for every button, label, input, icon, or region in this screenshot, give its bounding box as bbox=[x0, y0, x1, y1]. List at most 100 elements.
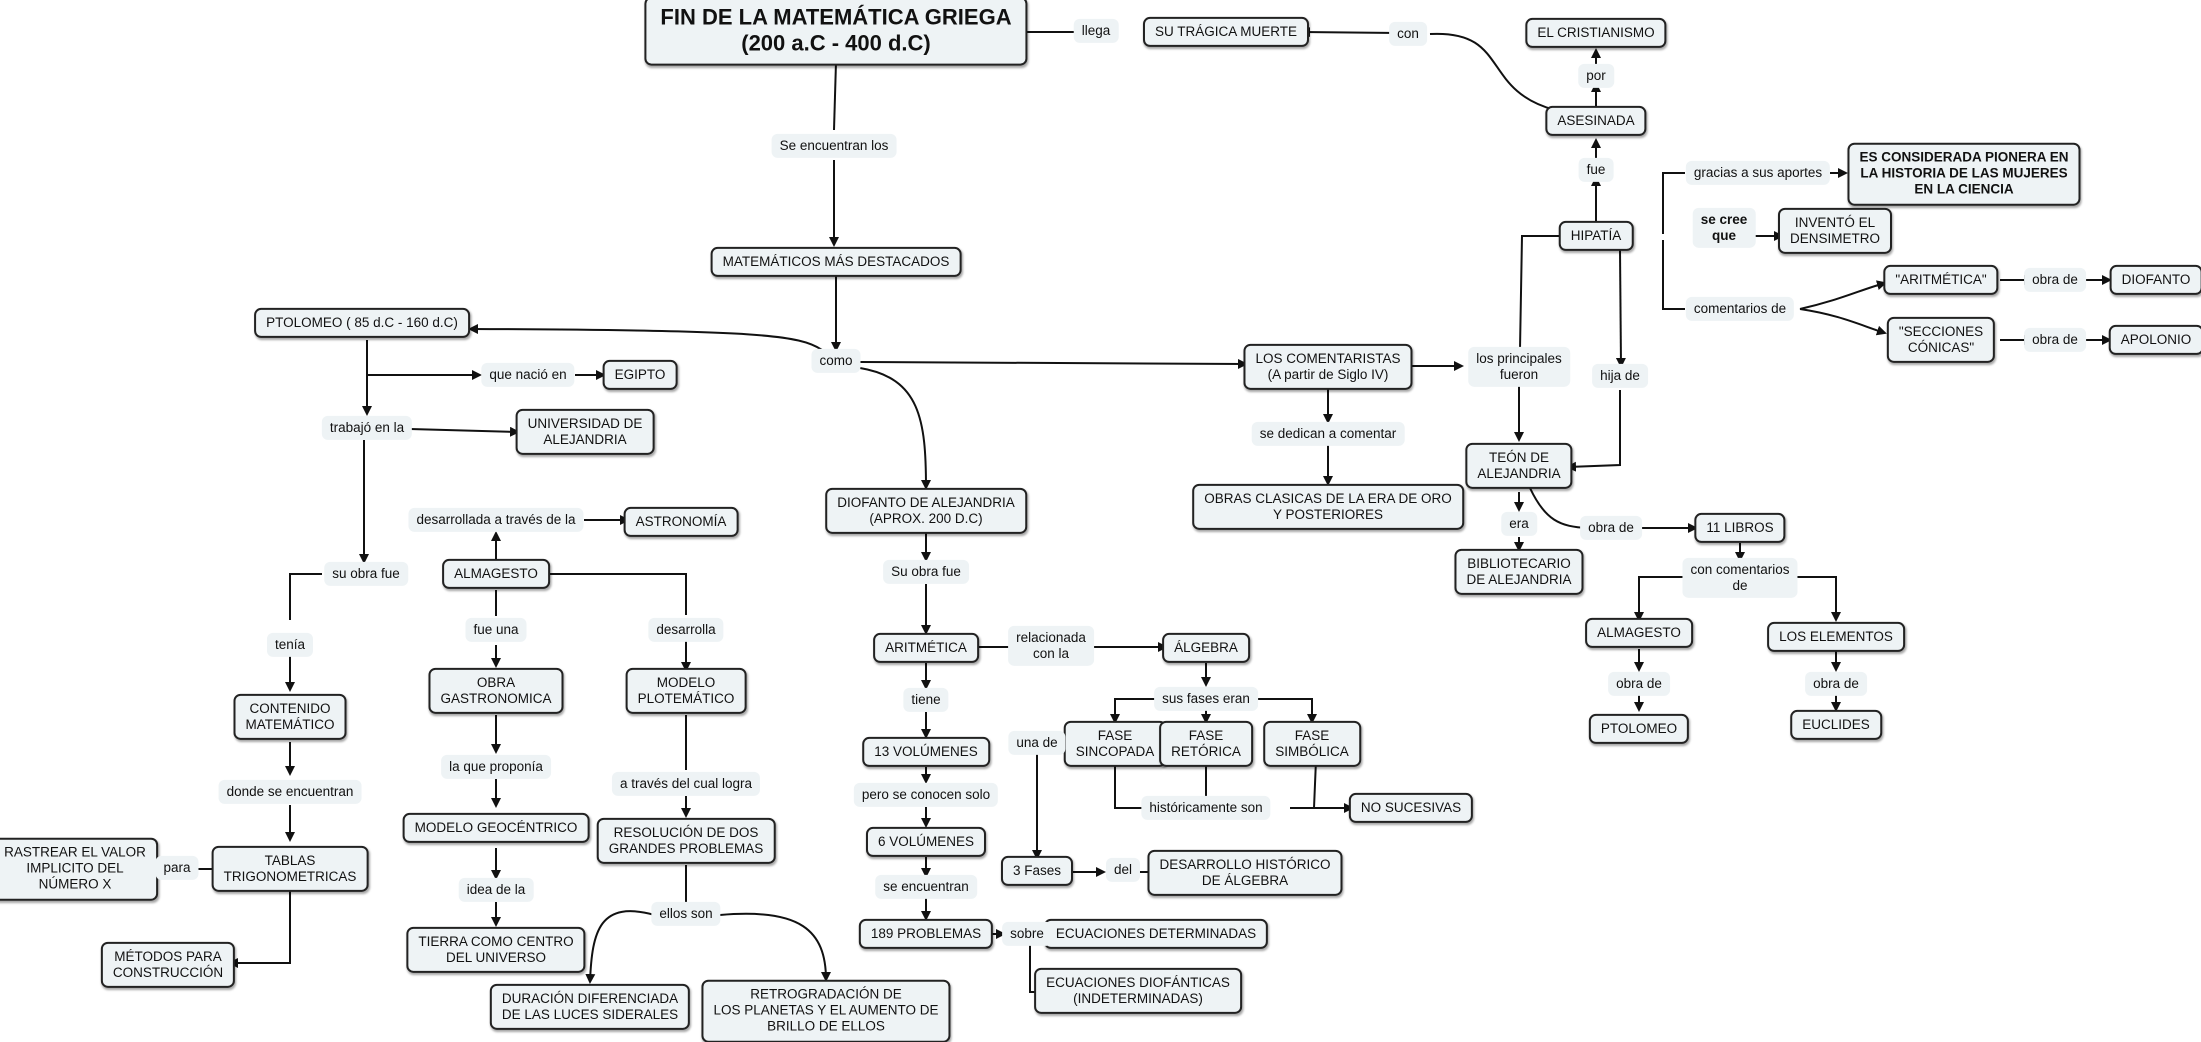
link-la-que-proponia[interactable]: la que proponía bbox=[441, 754, 551, 780]
node-obra-gastronomica[interactable]: OBRA GASTRONOMICA bbox=[428, 667, 564, 715]
node-189-problemas[interactable]: 189 PROBLEMAS bbox=[858, 918, 994, 950]
link-pero-se-conocen[interactable]: pero se conocen solo bbox=[853, 782, 999, 808]
node-su-tragica-muerte[interactable]: SU TRÁGICA MUERTE bbox=[1142, 16, 1310, 48]
link-se-encuentran-los[interactable]: Se encuentran los bbox=[771, 133, 897, 159]
node-ecuaciones-determinadas[interactable]: ECUACIONES DETERMINADAS bbox=[1043, 918, 1269, 950]
link-su-obra-fue[interactable]: su obra fue bbox=[324, 561, 408, 587]
link-sus-fases-eran[interactable]: sus fases eran bbox=[1154, 686, 1258, 712]
node-diofanto-alejandria[interactable]: DIOFANTO DE ALEJANDRIA (APROX. 200 D.C) bbox=[825, 487, 1027, 535]
link-fue[interactable]: fue bbox=[1578, 157, 1614, 183]
node-diofanto[interactable]: DIOFANTO bbox=[2109, 264, 2201, 296]
node-label: DIOFANTO DE ALEJANDRIA (APROX. 200 D.C) bbox=[837, 494, 1015, 526]
node-desarrollo-historico[interactable]: DESARROLLO HISTÓRICO DE ÁLGEBRA bbox=[1147, 849, 1343, 897]
link-una-de[interactable]: una de bbox=[1008, 730, 1066, 756]
link-tenia[interactable]: tenía bbox=[266, 632, 314, 658]
link-label: con comentarios de bbox=[1690, 561, 1790, 593]
link-tiene[interactable]: tiene bbox=[903, 687, 949, 713]
link-llega[interactable]: llega bbox=[1073, 18, 1119, 44]
node-obras-clasicas[interactable]: OBRAS CLASICAS DE LA ERA DE ORO Y POSTER… bbox=[1192, 483, 1464, 531]
node-teon-alejandria[interactable]: TEÓN DE ALEJANDRIA bbox=[1465, 442, 1573, 490]
link-que-nacio-en[interactable]: que nació en bbox=[481, 362, 575, 388]
node-ecuaciones-diofanticas[interactable]: ECUACIONES DIOFÁNTICAS (INDETERMINADAS) bbox=[1034, 967, 1242, 1015]
node-pionera[interactable]: ES CONSIDERADA PIONERA EN LA HISTORIA DE… bbox=[1847, 142, 2081, 206]
node-3-fases[interactable]: 3 Fases bbox=[1000, 855, 1074, 887]
link-relacionada-con[interactable]: relacionada con la bbox=[1008, 625, 1094, 667]
node-apolonio[interactable]: APOLONIO bbox=[2108, 324, 2201, 356]
link-para[interactable]: para bbox=[155, 855, 199, 881]
node-ptolomeo[interactable]: PTOLOMEO ( 85 d.C - 160 d.C) bbox=[254, 307, 470, 339]
link-obra-de-ptolomeo[interactable]: obra de bbox=[1608, 671, 1670, 697]
node-label: 13 VOLÚMENES bbox=[874, 743, 978, 759]
link-historicamente-son[interactable]: históricamente son bbox=[1141, 795, 1271, 821]
node-6-volumenes[interactable]: 6 VOLÚMENES bbox=[865, 826, 987, 858]
link-ellos-son[interactable]: ellos son bbox=[651, 901, 721, 927]
node-almagesto-teon[interactable]: ALMAGESTO bbox=[1585, 617, 1693, 649]
link-fue-una[interactable]: fue una bbox=[465, 617, 527, 643]
node-aritmetica[interactable]: ARITMÉTICA bbox=[873, 632, 979, 664]
node-label: OBRA GASTRONOMICA bbox=[440, 674, 552, 706]
link-por[interactable]: por bbox=[1578, 63, 1614, 89]
link-obra-de-apolonio[interactable]: obra de bbox=[2024, 327, 2086, 353]
link-label: obra de bbox=[1616, 675, 1662, 691]
node-universidad-alejandria[interactable]: UNIVERSIDAD DE ALEJANDRIA bbox=[515, 408, 655, 456]
node-densimetro[interactable]: INVENTÓ EL DENSIMETRO bbox=[1777, 207, 1893, 255]
link-desarrolla[interactable]: desarrolla bbox=[648, 617, 724, 643]
node-fase-retorica[interactable]: FASE RETÓRICA bbox=[1159, 720, 1253, 768]
node-modelo-geocentrico[interactable]: MODELO GEOCÉNTRICO bbox=[402, 812, 590, 844]
link-obra-de-diofanto[interactable]: obra de bbox=[2024, 267, 2086, 293]
link-su-obra-fue-diofanto[interactable]: Su obra fue bbox=[883, 559, 969, 585]
link-se-cree-que[interactable]: se cree que bbox=[1692, 207, 1756, 249]
node-asesinada[interactable]: ASESINADA bbox=[1545, 105, 1647, 137]
node-euclides[interactable]: EUCLIDES bbox=[1790, 709, 1882, 741]
node-tierra-centro[interactable]: TIERRA COMO CENTRO DEL UNIVERSO bbox=[406, 926, 586, 974]
node-modelo-plotematico[interactable]: MODELO PLOTEMÁTICO bbox=[625, 667, 747, 715]
node-bibliotecario[interactable]: BIBLIOTECARIO DE ALEJANDRIA bbox=[1454, 548, 1584, 596]
node-matematicos-destacados[interactable]: MATEMÁTICOS MÁS DESTACADOS bbox=[710, 246, 962, 278]
node-resolucion-problemas[interactable]: RESOLUCIÓN DE DOS GRANDES PROBLEMAS bbox=[596, 817, 776, 865]
node-tablas-trigonometricas[interactable]: TABLAS TRIGONOMETRICAS bbox=[211, 845, 369, 893]
link-desarrollada-traves[interactable]: desarrollada a través de la bbox=[408, 507, 584, 533]
link-trabajo-en-la[interactable]: trabajó en la bbox=[321, 415, 413, 441]
node-fase-simbolica[interactable]: FASE SIMBÓLICA bbox=[1263, 720, 1361, 768]
link-se-dedican[interactable]: se dedican a comentar bbox=[1251, 421, 1405, 447]
link-sobre[interactable]: sobre bbox=[1002, 921, 1052, 947]
node-duracion-luces[interactable]: DURACIÓN DIFERENCIADA DE LAS LUCES SIDER… bbox=[489, 983, 691, 1031]
node-almagesto[interactable]: ALMAGESTO bbox=[442, 558, 550, 590]
link-principales-fueron[interactable]: los principales fueron bbox=[1468, 346, 1570, 388]
node-rastrear-valor[interactable]: RASTREAR EL VALOR IMPLICITO DEL NÚMERO X bbox=[0, 837, 158, 901]
node-los-comentaristas[interactable]: LOS COMENTARISTAS (A partir de Siglo IV) bbox=[1243, 343, 1413, 391]
link-con-comentarios[interactable]: con comentarios de bbox=[1682, 557, 1798, 599]
node-ptolomeo-autor[interactable]: PTOLOMEO bbox=[1588, 713, 1690, 745]
node-label: DESARROLLO HISTÓRICO DE ÁLGEBRA bbox=[1159, 856, 1331, 888]
node-los-elementos[interactable]: LOS ELEMENTOS bbox=[1767, 621, 1905, 653]
link-era[interactable]: era bbox=[1501, 511, 1537, 537]
node-algebra[interactable]: ÁLGEBRA bbox=[1162, 632, 1250, 664]
node-13-volumenes[interactable]: 13 VOLÚMENES bbox=[862, 736, 990, 768]
link-label: gracias a sus aportes bbox=[1693, 164, 1823, 180]
link-a-traves-del-cual[interactable]: a través del cual logra bbox=[611, 771, 761, 797]
link-idea-de-la[interactable]: idea de la bbox=[458, 877, 534, 903]
link-obra-de-euclides[interactable]: obra de bbox=[1805, 671, 1867, 697]
node-el-cristianismo[interactable]: EL CRISTIANISMO bbox=[1525, 17, 1667, 49]
node-contenido-matematico[interactable]: CONTENIDO MATEMÁTICO bbox=[233, 693, 347, 741]
link-comentarios-de[interactable]: comentarios de bbox=[1685, 296, 1795, 322]
link-con[interactable]: con bbox=[1389, 21, 1427, 47]
node-aritmetica-obra[interactable]: "ARITMÉTICA" bbox=[1883, 264, 1999, 296]
link-se-encuentran[interactable]: se encuentran bbox=[875, 874, 977, 900]
link-como[interactable]: como bbox=[811, 348, 861, 374]
title-node[interactable]: FIN DE LA MATEMÁTICA GRIEGA (200 a.C - 4… bbox=[644, 0, 1028, 66]
link-del[interactable]: del bbox=[1105, 857, 1141, 883]
node-metodos-construccion[interactable]: MÉTODOS PARA CONSTRUCCIÓN bbox=[100, 941, 236, 989]
link-hija-de[interactable]: hija de bbox=[1592, 363, 1648, 389]
node-retrogradacion[interactable]: RETROGRADACIÓN DE LOS PLANETAS Y EL AUME… bbox=[701, 979, 951, 1042]
node-fase-sincopada[interactable]: FASE SINCOPADA bbox=[1063, 720, 1167, 768]
node-astronomia[interactable]: ASTRONOMÍA bbox=[623, 506, 739, 538]
node-egipto[interactable]: EGIPTO bbox=[602, 359, 678, 391]
link-donde-se-encuentran[interactable]: donde se encuentran bbox=[218, 779, 362, 805]
link-obra-de-libros[interactable]: obra de bbox=[1580, 515, 1642, 541]
node-11-libros[interactable]: 11 LIBROS bbox=[1694, 512, 1786, 544]
node-secciones-conicas[interactable]: "SECCIONES CÓNICAS" bbox=[1886, 316, 1996, 364]
node-no-sucesivas[interactable]: NO SUCESIVAS bbox=[1348, 792, 1474, 824]
node-hipatia[interactable]: HIPATÍA bbox=[1558, 220, 1634, 252]
link-gracias-aportes[interactable]: gracias a sus aportes bbox=[1685, 160, 1831, 186]
